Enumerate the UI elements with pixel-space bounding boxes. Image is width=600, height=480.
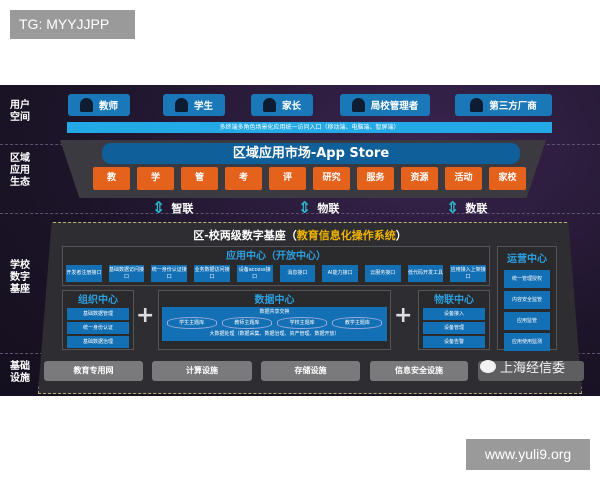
admin-icon [351, 98, 365, 112]
app-center-items: 开发者注册接口基础数据访问接口统一身份认证接口业务数据访问接口设备access接… [63, 262, 489, 285]
role-teacher: 教师 [68, 94, 130, 116]
vendor-icon [470, 98, 484, 112]
ops-center-items: 统一管理授权内容安全监管应用监管应用使用监测 [498, 268, 556, 353]
app-category: 家校 [489, 167, 526, 190]
app-category: 考 [225, 167, 262, 190]
iot-item: 设备接入 [423, 308, 485, 320]
app-category: 资源 [401, 167, 438, 190]
layer-label-base: 学校数字基座 [10, 260, 30, 295]
app-interface: 应用接入上架接口 [450, 265, 487, 282]
org-center-items: 基础数据管理统一身份认证基础数据治理 [63, 306, 133, 350]
app-interface: 业务数据访问接口 [194, 265, 230, 282]
base-title-text: 区-校两级数字基座（ [193, 229, 297, 242]
big-data-label: 大数据处理（数据采集、数据治理、资产管理、数据开放） [162, 330, 387, 339]
iot-item: 设备告警 [423, 336, 485, 348]
parent-icon [262, 98, 276, 112]
panel-title: 组织中心 [78, 295, 118, 306]
panel-title: 应用中心（开放中心） [226, 251, 326, 262]
app-category: 教 [93, 167, 130, 190]
access-bar: 多终端多角色场景化应用统一访问入口（移动端、电脑端、智屏端） [67, 122, 552, 133]
app-interface: 低代码开发工具 [407, 265, 444, 282]
role-vendor: 第三方厂商 [455, 94, 552, 116]
ops-item: 应用监管 [504, 312, 550, 330]
app-interface: 设备access接口 [236, 265, 273, 282]
app-category: 活动 [445, 167, 482, 190]
role-student: 学生 [163, 94, 225, 116]
role-label: 家长 [281, 101, 301, 112]
app-center-panel: 应用中心（开放中心） 开发者注册接口基础数据访问接口统一身份认证接口业务数据访问… [62, 246, 490, 286]
iot-center-panel: 物联中心 设备接入设备管理设备告警 [418, 290, 490, 350]
role-admin: 局校管理者 [340, 94, 430, 116]
site-watermark: www.yuli9.org [466, 439, 590, 470]
ops-item: 内容安全监管 [504, 291, 550, 309]
app-category: 管 [181, 167, 218, 190]
infra-security: 信息安全设施 [370, 361, 468, 381]
role-label: 学生 [193, 101, 213, 112]
layer-label-user: 用户空间 [10, 100, 30, 123]
base-title-highlight: 教育信息化操作系统 [296, 229, 396, 242]
divider [0, 213, 600, 214]
plus-icon: + [136, 303, 155, 328]
iot-center-items: 设备接入设备管理设备告警 [419, 306, 489, 350]
layer-label-ecosystem: 区域应用生态 [10, 153, 30, 188]
wechat-icon [480, 360, 496, 373]
app-category: 研究 [313, 167, 350, 190]
base-title: 区-校两级数字基座（教育信息化操作系统） [0, 227, 600, 243]
wechat-watermark: 上海经信委 [480, 357, 565, 376]
ops-item: 统一管理授权 [504, 270, 550, 288]
double-arrow-icon: ⇕ [446, 198, 460, 217]
org-item: 统一身份认证 [67, 322, 129, 334]
app-interface: 开发者注册接口 [66, 265, 102, 282]
role-label: 教师 [98, 101, 118, 112]
plus-icon: + [394, 303, 413, 328]
link-iot: ⇕ 物联 [298, 198, 339, 217]
panel-title: 数据中心 [254, 295, 295, 306]
app-category: 服务 [357, 167, 394, 190]
app-store-title: 区域应用市场-App Store [102, 143, 520, 164]
link-smart: ⇕ 智联 [152, 198, 193, 217]
data-center-panel: 数据中心 数据共享交换 学生主题库教师主题库学校主题库教学主题库 大数据处理（数… [158, 290, 391, 350]
database-list: 学生主题库教师主题库学校主题库教学主题库 [164, 317, 385, 329]
teacher-icon [79, 98, 93, 112]
architecture-diagram: 用户空间 区域应用生态 学校数字基座 基础设施 教师 学生 家长 局校管理者 第… [0, 85, 600, 396]
app-category: 学 [137, 167, 174, 190]
panel-title: 运营中心 [507, 254, 547, 265]
role-label: 局校管理者 [370, 101, 419, 112]
database: 教学主题库 [332, 317, 383, 329]
infra-extra [478, 361, 584, 381]
app-interface: 消息接口 [279, 265, 316, 282]
infra-storage: 存储设施 [261, 361, 360, 381]
role-parent: 家长 [251, 94, 313, 116]
role-label: 第三方厂商 [489, 101, 537, 112]
link-label: 智联 [171, 201, 194, 215]
layer-label-infra: 基础设施 [10, 361, 30, 384]
infra-compute: 计算设施 [152, 361, 252, 381]
org-item: 基础数据管理 [67, 308, 129, 320]
base-title-close: ） [395, 229, 407, 242]
link-label: 数联 [465, 201, 488, 215]
database: 教师主题库 [221, 317, 272, 329]
database: 学生主题库 [166, 317, 217, 329]
double-arrow-icon: ⇕ [152, 198, 166, 217]
link-data: ⇕ 数联 [446, 198, 487, 217]
ops-item: 应用使用监测 [504, 333, 550, 351]
watermark-text: 上海经信委 [500, 361, 566, 376]
iot-item: 设备管理 [423, 322, 485, 334]
watermark-tag: TG: MYYJJPP [10, 10, 135, 39]
infra-network: 教育专用网 [44, 361, 143, 381]
org-item: 基础数据治理 [67, 336, 129, 348]
app-interface: 统一身份认证接口 [151, 265, 188, 282]
app-interface: 云服务接口 [364, 265, 401, 282]
org-center-panel: 组织中心 基础数据管理统一身份认证基础数据治理 [62, 290, 134, 350]
app-category: 评 [269, 167, 306, 190]
double-arrow-icon: ⇕ [298, 198, 312, 217]
app-interface: 基础数据访问接口 [108, 265, 145, 282]
link-label: 物联 [317, 201, 340, 215]
ops-center-panel: 运营中心 统一管理授权内容安全监管应用监管应用使用监测 [497, 246, 557, 353]
database: 学校主题库 [277, 317, 328, 329]
panel-title: 物联中心 [434, 295, 474, 306]
data-share-label: 数据共享交换 [162, 308, 387, 316]
app-interface: AI能力接口 [322, 265, 358, 282]
student-icon [174, 98, 188, 112]
